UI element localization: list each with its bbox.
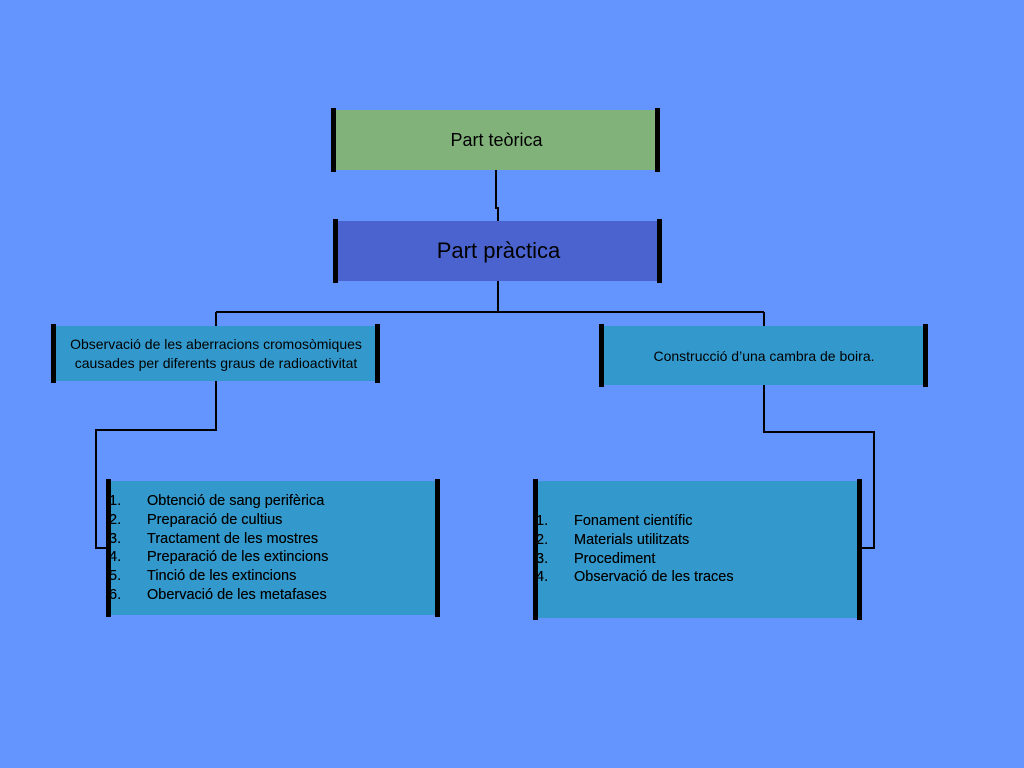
right-steps-box — [537, 481, 859, 618]
right-branch-title-box: Construcció d’una cambra de boira. — [601, 326, 927, 385]
practice-box-right-bar — [657, 219, 662, 283]
list-item-text: Tinció de les extincions — [147, 568, 297, 585]
right-steps-right-bar — [857, 479, 862, 620]
list-item-text: Materials utilitzats — [574, 531, 690, 548]
list-item-number: 3. — [109, 530, 122, 547]
list-item-number: 2. — [536, 531, 549, 548]
list-item-number: 1. — [536, 513, 549, 529]
list-item-number: 1. — [109, 493, 122, 509]
left-title-left-bar — [51, 324, 56, 383]
list-item-number: 6. — [109, 586, 122, 603]
left-steps-left-bar — [106, 479, 111, 617]
theory-box-right-bar — [655, 108, 660, 172]
list-item-number: 4. — [109, 549, 122, 566]
list-item-number: 3. — [536, 550, 549, 567]
right-steps-left-bar — [533, 479, 538, 620]
list-item: 4. Observació de les traces — [536, 568, 846, 587]
list-item: 6. Obervació de les metafases — [109, 586, 429, 605]
left-title-right-bar — [375, 324, 380, 383]
list-item-text: Obtenció de sang perifèrica — [147, 493, 325, 509]
right-branch-title: Construcció d’una cambra de boira. — [653, 347, 875, 364]
left-steps-list: 1. Obtenció de sang perifèrica 2. Preparac… — [109, 492, 429, 605]
left-branch-title-box: Observació de les aberracions cromosòmiq… — [53, 326, 379, 381]
theory-label: Part teòrica — [450, 129, 543, 150]
right-title-left-bar — [599, 324, 604, 387]
list-item-number: 4. — [536, 569, 549, 586]
list-item-text: Preparació de cultius — [147, 511, 283, 528]
left-steps-right-bar — [435, 479, 440, 617]
left-steps-box — [110, 481, 438, 615]
connector-left-title-to-list — [95, 381, 217, 549]
connector-right-title-to-list — [763, 385, 875, 549]
practice-box-left-bar — [333, 219, 338, 283]
right-steps-list: 1. Fonament científic 2. Materials utilitz… — [536, 512, 846, 587]
list-item: 4. Preparació de les extincions — [109, 548, 429, 567]
list-item: 1. Obtenció de sang perifèrica — [109, 492, 429, 511]
left-branch-title-line1: Observació de les aberracions cromosòmiq… — [70, 335, 362, 352]
list-item: 2. Materials utilitzats — [536, 531, 846, 550]
list-item-text: Obervació de les metafases — [147, 586, 327, 603]
right-title-right-bar — [923, 324, 928, 387]
list-item: 2. Preparació de cultius — [109, 511, 429, 530]
theory-box-left-bar — [331, 108, 336, 172]
list-item: 3. Procediment — [536, 550, 846, 569]
theory-box: Part teòrica — [333, 110, 660, 170]
list-item: 5. Tinció de les extincions — [109, 567, 429, 586]
list-item-text: Fonament científic — [574, 513, 693, 529]
list-item-number: 2. — [109, 511, 122, 528]
list-item-text: Preparació de les extincions — [147, 549, 329, 566]
connector-theory-practice — [495, 170, 499, 221]
list-item: 3. Tractament de les mostres — [109, 530, 429, 549]
practice-label: Part pràctica — [436, 238, 561, 263]
list-item-text: Observació de les traces — [574, 569, 734, 586]
list-item-number: 5. — [109, 568, 122, 585]
list-item-text: Procediment — [574, 550, 656, 567]
list-item-text: Tractament de les mostres — [147, 530, 319, 547]
practice-box: Part pràctica — [335, 221, 662, 281]
list-item: 1. Fonament científic — [536, 512, 846, 531]
left-branch-title-line2: causades per diferents graus de radioact… — [74, 354, 358, 371]
